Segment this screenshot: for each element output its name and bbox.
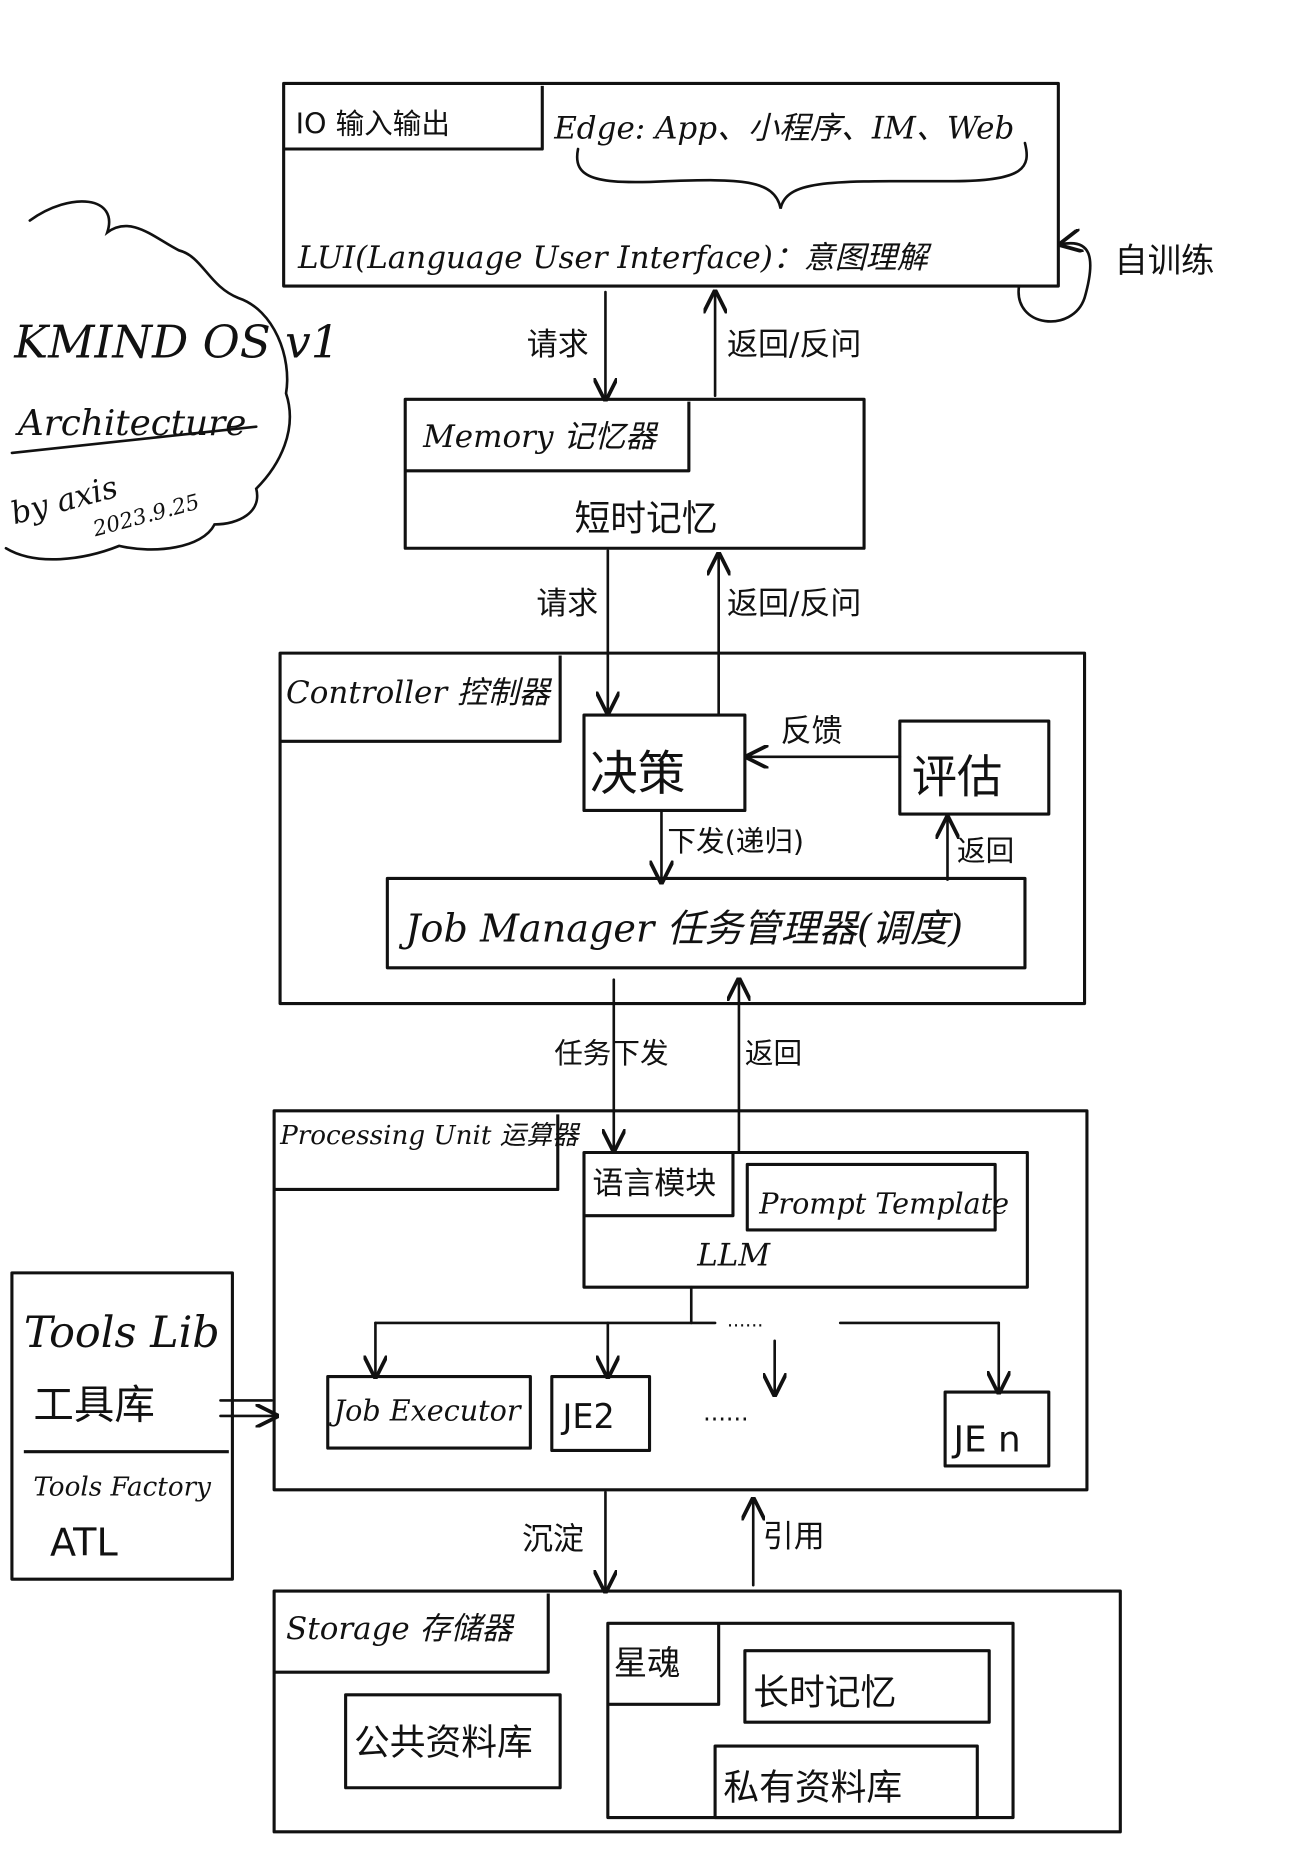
arrow-label-return: 返回 xyxy=(745,1036,802,1070)
public-lib: 公共资料库 xyxy=(354,1722,533,1763)
decision: 决策 xyxy=(590,747,685,802)
title-cloud: KMIND OS v1 Architecture by axis 2023.9.… xyxy=(4,200,340,561)
prompt-template: Prompt Template xyxy=(758,1186,1009,1220)
arrow-label-return: 返回 xyxy=(957,834,1014,868)
je2: JE2 xyxy=(561,1397,615,1436)
arrow-label-return: 返回/反问 xyxy=(727,327,861,363)
arrow-label-request: 请求 xyxy=(527,327,589,363)
processing-label: Processing Unit 运算器 xyxy=(279,1121,581,1151)
storage-box: Storage 存储器 公共资料库 星魂 长时记忆 私有资料库 xyxy=(272,1589,1122,1834)
title-subtitle: Architecture xyxy=(15,403,247,444)
tools-lib-cn: 工具库 xyxy=(33,1380,155,1428)
storage-label: Storage 存储器 xyxy=(286,1611,516,1647)
self-train-loop xyxy=(1017,243,1092,323)
processing-unit-box: Processing Unit 运算器 语言模块 Prompt Template… xyxy=(272,1109,1089,1492)
short-term-memory: 短时记忆 xyxy=(574,498,717,539)
private-lib: 私有资料库 xyxy=(723,1768,902,1809)
executor-dots: ...... xyxy=(703,1399,748,1427)
brace xyxy=(575,141,1029,209)
long-term-memory: 长时记忆 xyxy=(753,1672,896,1713)
tools-lib: Tools Lib xyxy=(24,1308,220,1358)
controller-box: Controller 控制器 决策 评估 反馈 下发(递归) 返回 Job Ma… xyxy=(278,651,1087,1006)
llm-label: LLM xyxy=(696,1238,771,1274)
tools-factory: Tools Factory xyxy=(33,1473,212,1503)
io-lui: LUI(Language User Interface)：意图理解 xyxy=(297,240,932,276)
job-manager: Job Manager 任务管理器(调度) xyxy=(398,907,963,951)
arrow-label-request: 请求 xyxy=(536,586,598,622)
arrow-label-task-dispatch: 任务下发 xyxy=(554,1036,668,1070)
io-edge: Edge: App、小程序、IM、Web xyxy=(553,110,1014,146)
star-soul: 星魂 xyxy=(614,1644,681,1683)
controller-label: Controller 控制器 xyxy=(286,675,553,711)
evaluate: 评估 xyxy=(912,751,1003,804)
memory-box: Memory 记忆器 短时记忆 xyxy=(403,397,866,550)
memory-label: Memory 记忆器 xyxy=(422,419,659,455)
language-module: 语言模块 xyxy=(592,1166,716,1202)
branch-dots: ...... xyxy=(727,1310,763,1332)
arrow-label-reference: 引用 xyxy=(763,1519,825,1555)
arrow-label-settle: 沉淀 xyxy=(522,1521,584,1557)
title-name: KMIND OS v1 xyxy=(13,316,339,369)
arrow-label-dispatch: 下发(递归) xyxy=(667,824,804,858)
job-executor: Job Executor xyxy=(329,1394,523,1428)
jen: JE n xyxy=(951,1420,1020,1461)
tools-atl: ATL xyxy=(50,1520,118,1564)
io-label: IO 输入输出 xyxy=(296,107,450,141)
io-box: IO 输入输出 Edge: App、小程序、IM、Web LUI(Languag… xyxy=(282,81,1214,323)
self-train-label: 自训练 xyxy=(1114,241,1214,280)
arrow-label-feedback: 反馈 xyxy=(781,713,843,749)
tools-box: Tools Lib 工具库 Tools Factory ATL xyxy=(10,1271,277,1581)
arrow-label-return: 返回/反问 xyxy=(727,586,861,622)
